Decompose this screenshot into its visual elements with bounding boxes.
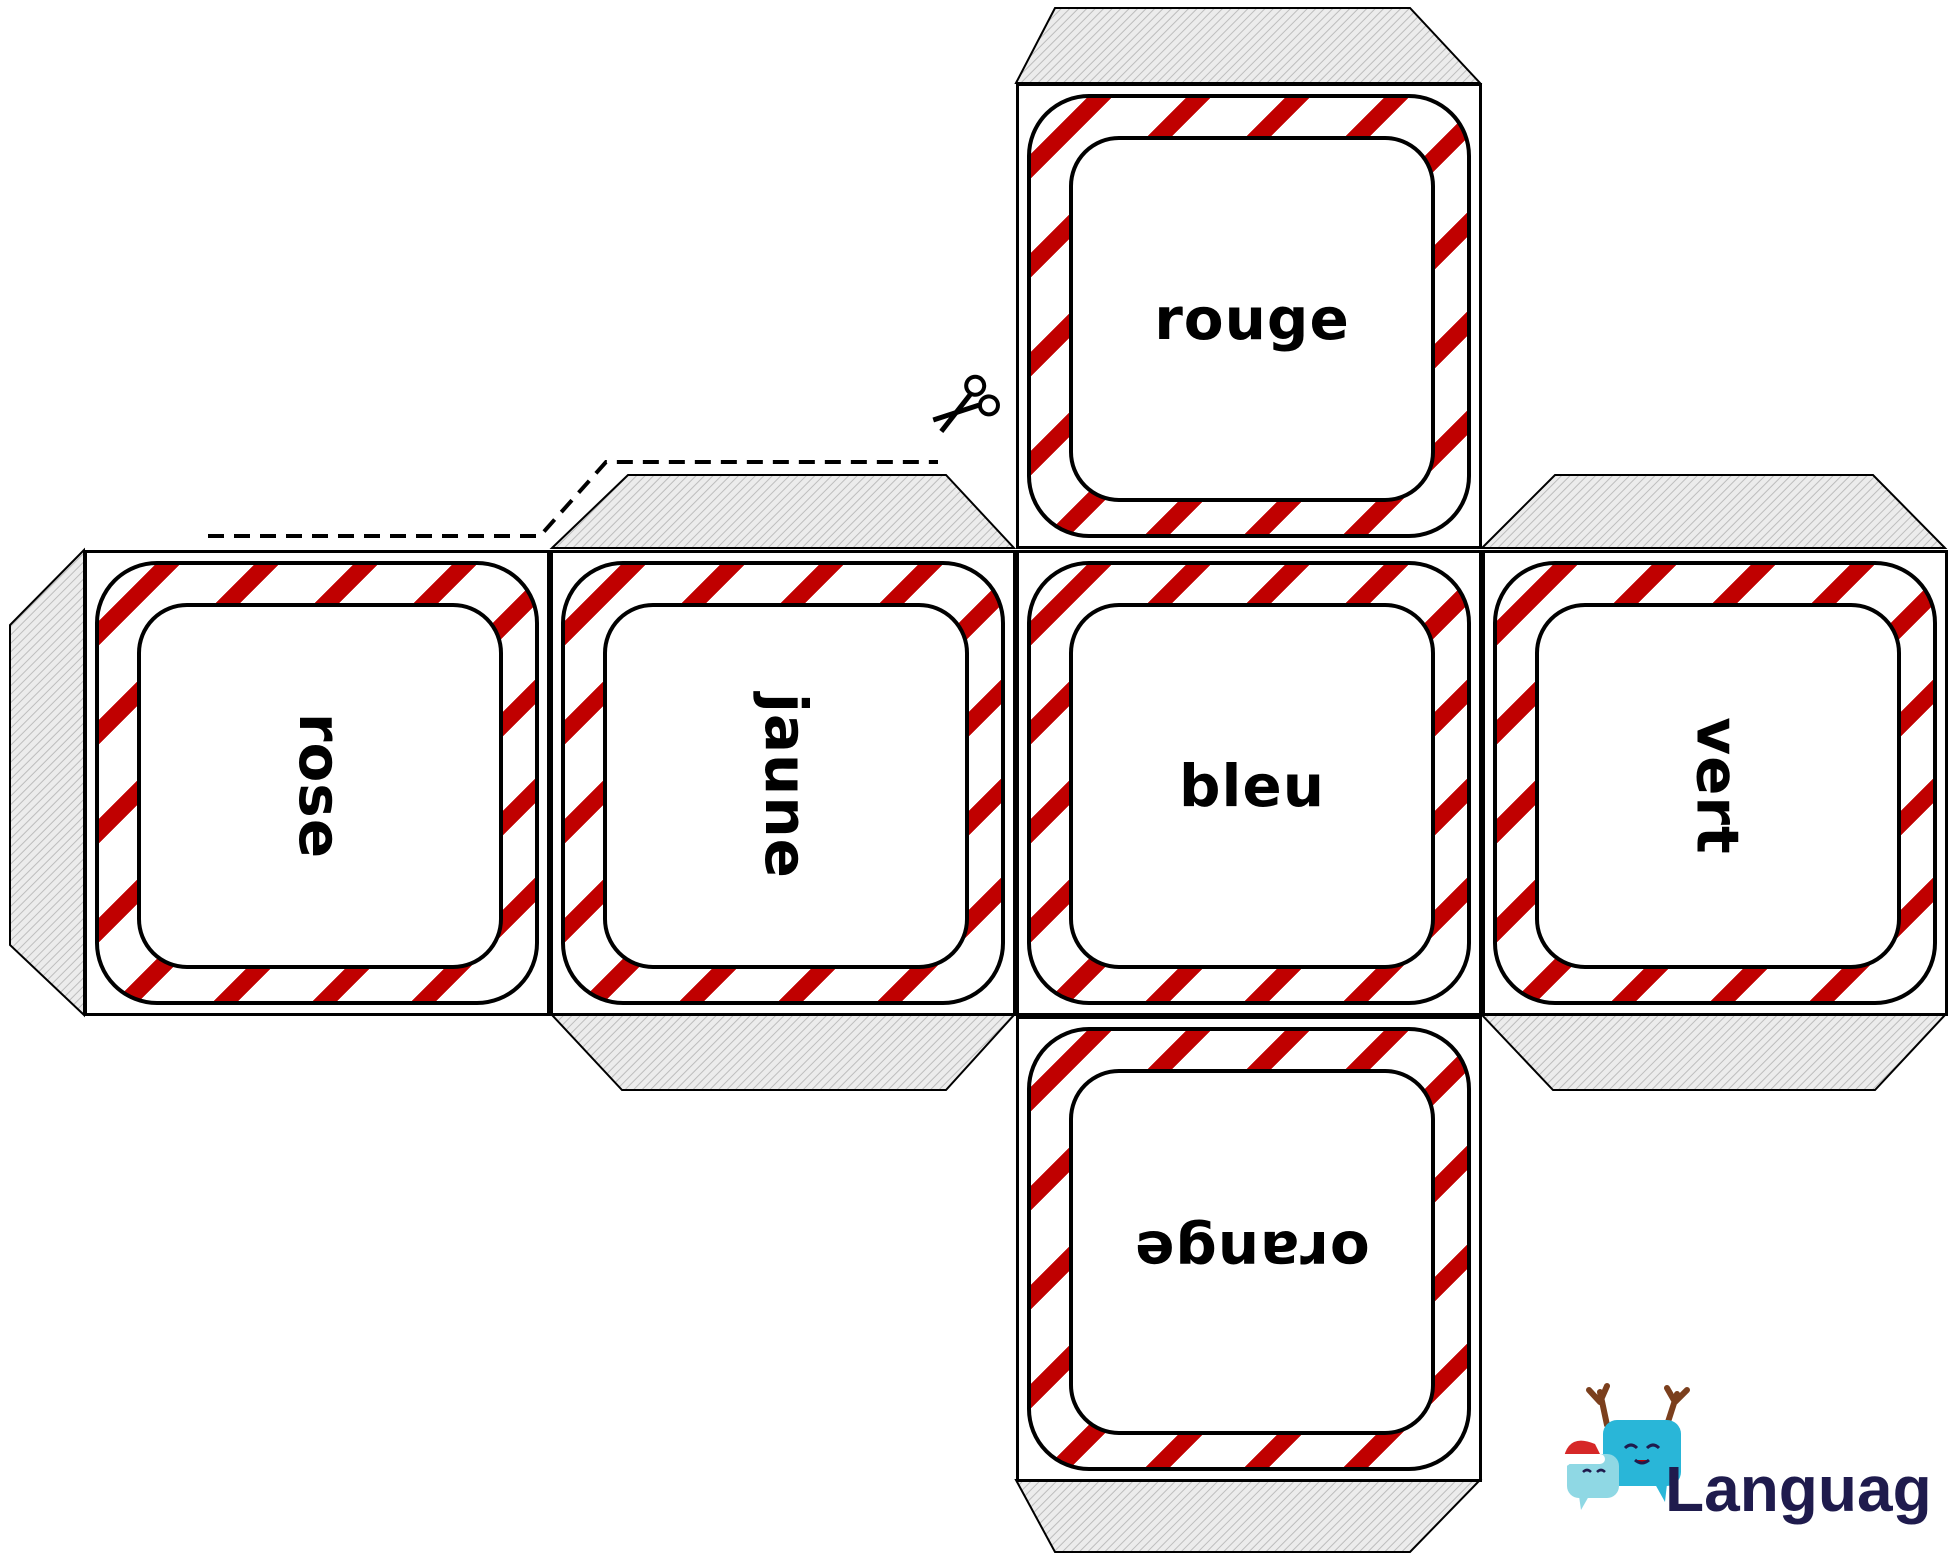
- glue-tab: [10, 550, 84, 1015]
- glue-tab: [1482, 475, 1945, 548]
- cube-face-right: vert: [1482, 550, 1948, 1016]
- glue-tab: [552, 475, 1014, 548]
- scissors-icon: [926, 373, 1002, 444]
- face-word-right: vert: [1684, 717, 1752, 854]
- glue-tab: [552, 1015, 1014, 1090]
- brand-logo: Languag: [1555, 1380, 1951, 1555]
- cube-face-top: rouge: [1016, 83, 1482, 549]
- face-card: vert: [1535, 603, 1901, 969]
- glue-tab: [1482, 1015, 1945, 1090]
- glue-tab: [1016, 8, 1480, 83]
- brand-wordmark: Languag: [1665, 1452, 1932, 1526]
- cube-face-left-inner: jaune: [550, 550, 1016, 1016]
- face-card: jaune: [603, 603, 969, 969]
- cube-face-center: bleu: [1016, 550, 1482, 1016]
- cube-face-left-outer: rose: [84, 550, 550, 1016]
- face-card: orange: [1069, 1069, 1435, 1435]
- face-word-bottom: orange: [1134, 1218, 1370, 1286]
- face-card: bleu: [1069, 603, 1435, 969]
- face-card: rouge: [1069, 136, 1435, 502]
- face-word-left-outer: rose: [286, 713, 354, 859]
- face-word-top: rouge: [1154, 285, 1350, 353]
- face-card: rose: [137, 603, 503, 969]
- cube-face-bottom: orange: [1016, 1016, 1482, 1482]
- face-word-left-inner: jaune: [752, 693, 820, 879]
- face-word-center: bleu: [1179, 752, 1325, 820]
- glue-tab: [1016, 1480, 1480, 1552]
